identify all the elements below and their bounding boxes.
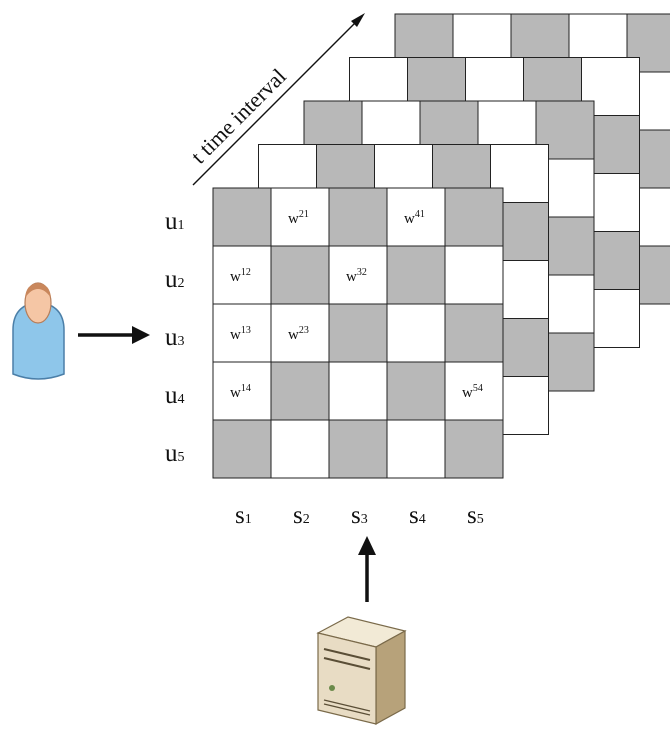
row-label: u1 <box>165 208 185 235</box>
user-arrow <box>78 326 150 344</box>
time-arrow <box>192 19 359 186</box>
column-label: s5 <box>467 502 484 529</box>
matrix-cell <box>386 245 446 305</box>
column-label: s4 <box>409 502 426 529</box>
time-arrow-head <box>351 13 365 27</box>
matrix-cell <box>270 187 330 247</box>
matrix-cell <box>212 419 272 479</box>
server-arrow <box>358 536 376 602</box>
matrix-cell <box>328 245 388 305</box>
matrix-cell <box>270 361 330 421</box>
user-icon <box>12 282 65 380</box>
matrix-cell <box>328 361 388 421</box>
row-label: u3 <box>165 324 185 351</box>
column-label: s2 <box>293 502 310 529</box>
matrix-cell <box>212 187 272 247</box>
matrix-cell <box>386 187 446 247</box>
column-label: s3 <box>351 502 368 529</box>
matrix-cell <box>270 419 330 479</box>
matrix-cell <box>212 245 272 305</box>
matrix-cell <box>444 361 504 421</box>
matrix-cell <box>386 419 446 479</box>
matrix-cell <box>444 245 504 305</box>
matrix-cell <box>444 303 504 363</box>
row-label: u2 <box>165 266 185 293</box>
matrix-cell <box>386 303 446 363</box>
matrix-cell <box>444 419 504 479</box>
server-icon <box>316 616 407 726</box>
matrix-cell <box>328 187 388 247</box>
row-labels: u1 u2 u3 u4 u5 <box>165 208 185 467</box>
matrix-cell <box>270 245 330 305</box>
matrix-cell <box>328 419 388 479</box>
column-label: s1 <box>235 502 252 529</box>
row-label: u5 <box>165 440 185 467</box>
matrix-cell <box>444 187 504 247</box>
matrix-cell <box>270 303 330 363</box>
row-label: u4 <box>165 382 185 409</box>
column-labels: s1 s2 s3 s4 s5 <box>235 502 484 529</box>
matrix-cell <box>328 303 388 363</box>
matrix-cell <box>386 361 446 421</box>
